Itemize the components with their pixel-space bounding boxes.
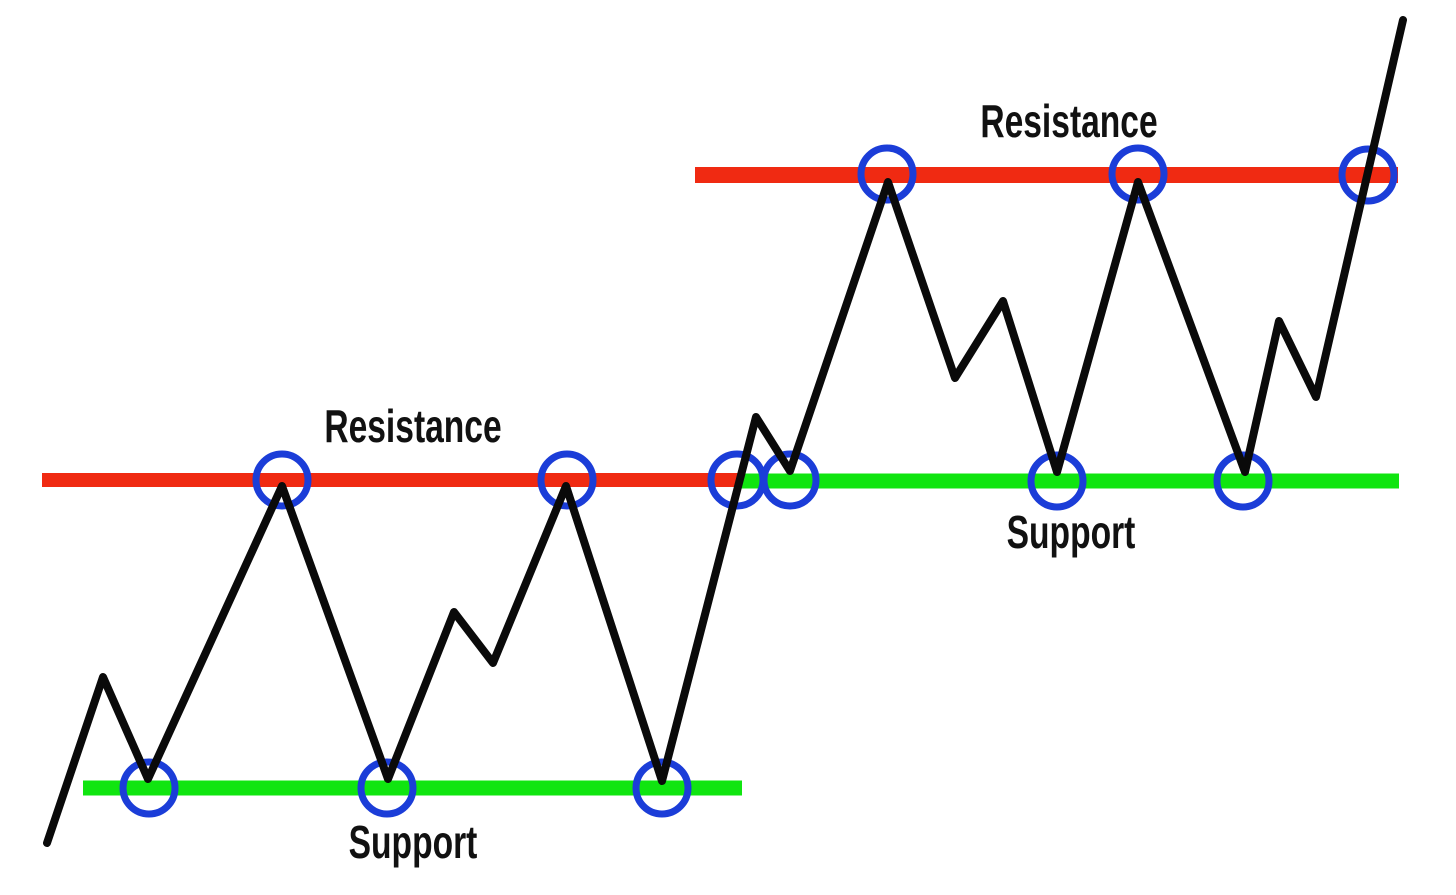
support-label-upper: Support xyxy=(1006,506,1136,558)
touch-marker-upper-support xyxy=(1027,451,1087,511)
support-label-lower: Support xyxy=(348,816,478,868)
touch-marker-upper-resistance-breakout xyxy=(1338,145,1398,205)
touch-marker-upper-resistance xyxy=(1108,144,1168,204)
touch-marker-upper-support-retest xyxy=(760,450,820,510)
touch-marker-lower-support xyxy=(119,758,179,818)
resistance-label-lower: Resistance xyxy=(324,400,502,452)
upper-resistance-line xyxy=(695,167,1398,183)
lower-resistance-line xyxy=(42,473,738,487)
resistance-label-upper: Resistance xyxy=(980,95,1158,147)
touch-marker-upper-support xyxy=(1213,451,1273,511)
touch-marker-lower-support xyxy=(632,758,692,818)
upper-support-line xyxy=(738,473,1399,489)
touch-marker-lower-support xyxy=(357,758,417,818)
touch-marker-upper-resistance xyxy=(857,144,917,204)
touch-marker-lower-resistance xyxy=(537,450,597,510)
touch-marker-lower-resistance xyxy=(252,450,312,510)
price-line xyxy=(43,16,1407,847)
